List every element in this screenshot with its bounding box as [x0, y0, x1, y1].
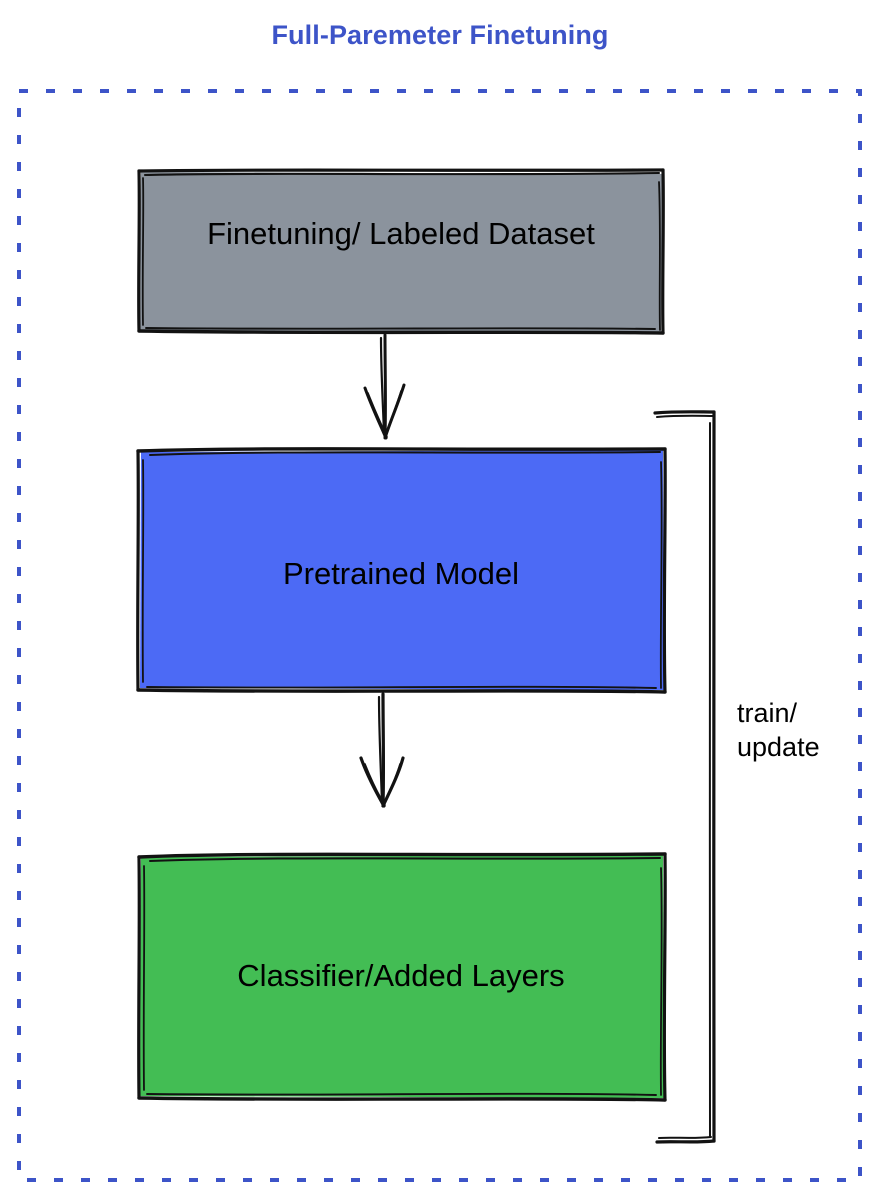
- node-dataset-fill: [140, 172, 662, 332]
- loop-right-segment-a: [712, 410, 716, 1143]
- node-pretrained-fill: [140, 450, 664, 690]
- arrow1-shaft-b: [379, 336, 386, 436]
- node-classifier-label: Classifier/Added Layers: [237, 958, 565, 993]
- node-classifier-edge-top-b: [149, 857, 661, 862]
- loop-bottom-segment-b: [658, 1136, 712, 1139]
- node-dataset-label: Finetuning/ Labeled Dataset: [207, 216, 595, 251]
- node-dataset-edge-right-b: [658, 181, 661, 331]
- node-classifier-edge-right-a: [662, 852, 667, 1102]
- node-classifier-edge-left-b: [142, 865, 146, 1091]
- edge-train-update-label: train/ update: [737, 698, 820, 762]
- arrow2-head-left: [359, 756, 386, 808]
- arrow-dataset-to-pretrained: [363, 333, 406, 440]
- node-classifier-edge-bottom-b: [146, 1092, 657, 1096]
- node-pretrained-edge-right-a: [662, 447, 667, 694]
- loop-top-segment-b: [656, 414, 714, 418]
- edge-train-update-loop: [653, 410, 716, 1144]
- node-pretrained[interactable]: [136, 447, 667, 694]
- dashed-container-frame: [17, 89, 862, 1182]
- node-dataset-edge-top-a: [137, 168, 665, 173]
- node-dataset-edge-left-a: [137, 169, 141, 333]
- node-classifier[interactable]: [137, 852, 667, 1102]
- loop-bottom-segment-a: [655, 1139, 716, 1144]
- node-pretrained-label: Pretrained Model: [282, 556, 520, 591]
- node-dataset-edge-right-a: [661, 168, 665, 335]
- page-title: Full-Paremeter Finetuning: [271, 20, 609, 50]
- arrow-pretrained-to-classifier: [359, 692, 405, 808]
- node-pretrained-edge-left-b: [141, 459, 145, 683]
- node-dataset-edge-top-b: [143, 171, 661, 177]
- node-pretrained-edge-top-a: [136, 447, 667, 453]
- arrow1-head-right-b: [385, 390, 402, 438]
- node-dataset-edge-bottom-a: [137, 329, 665, 335]
- node-dataset-edge-bottom-b: [145, 327, 656, 330]
- arrow2-head-left-b: [364, 763, 386, 806]
- node-pretrained-edge-top-b: [149, 451, 661, 456]
- arrow1-head-left: [363, 386, 388, 440]
- arrow2-shaft-b: [377, 695, 384, 805]
- node-classifier-edge-left-a: [137, 855, 141, 1100]
- arrow1-head-left-b: [367, 392, 388, 438]
- node-classifier-edge-right-b: [659, 867, 663, 1096]
- node-pretrained-edge-bottom-b: [146, 685, 657, 689]
- loop-right-segment-b: [708, 422, 712, 1138]
- loop-top-segment-a: [653, 410, 716, 415]
- node-classifier-edge-top-a: [137, 852, 667, 859]
- node-pretrained-edge-right-b: [659, 461, 663, 689]
- node-pretrained-edge-left-a: [136, 449, 140, 692]
- node-classifier-fill: [140, 855, 664, 1098]
- node-pretrained-edge-bottom-a: [136, 688, 667, 694]
- node-classifier-edge-bottom-a: [137, 1096, 667, 1102]
- arrow2-head-right-b: [383, 763, 401, 806]
- node-dataset-edge-left-b: [141, 177, 145, 326]
- node-dataset[interactable]: [137, 168, 665, 335]
- dashed-container-rect: [17, 89, 862, 1182]
